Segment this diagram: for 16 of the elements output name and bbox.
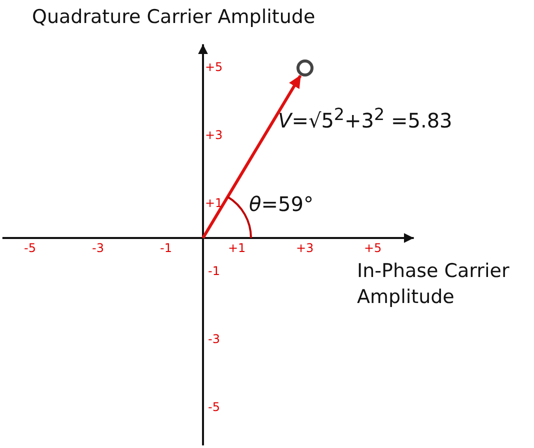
axis-title: Quadrature Carrier Amplitude — [32, 6, 316, 28]
y-tick-label: -1 — [208, 264, 220, 278]
y-tick-label: +3 — [205, 128, 223, 142]
y-tick-label: -3 — [208, 332, 220, 346]
x-tick-label: +3 — [296, 241, 314, 255]
axis-title: In-Phase Carrier Amplitude — [357, 259, 510, 310]
x-tick-label: +5 — [364, 241, 382, 255]
annotation: V=√5$^{2}$+3$^{2}$ =5.83 — [278, 105, 452, 133]
x-tick-label: +1 — [228, 241, 246, 255]
x-tick-label: -1 — [160, 241, 172, 255]
y-tick-label: +5 — [205, 60, 223, 74]
x-tick-label: -3 — [92, 241, 104, 255]
y-tick-label: +1 — [205, 196, 223, 210]
y-tick-label: -5 — [208, 400, 220, 414]
annotation: θ=59° — [249, 192, 314, 216]
x-tick-label: -5 — [24, 241, 36, 255]
